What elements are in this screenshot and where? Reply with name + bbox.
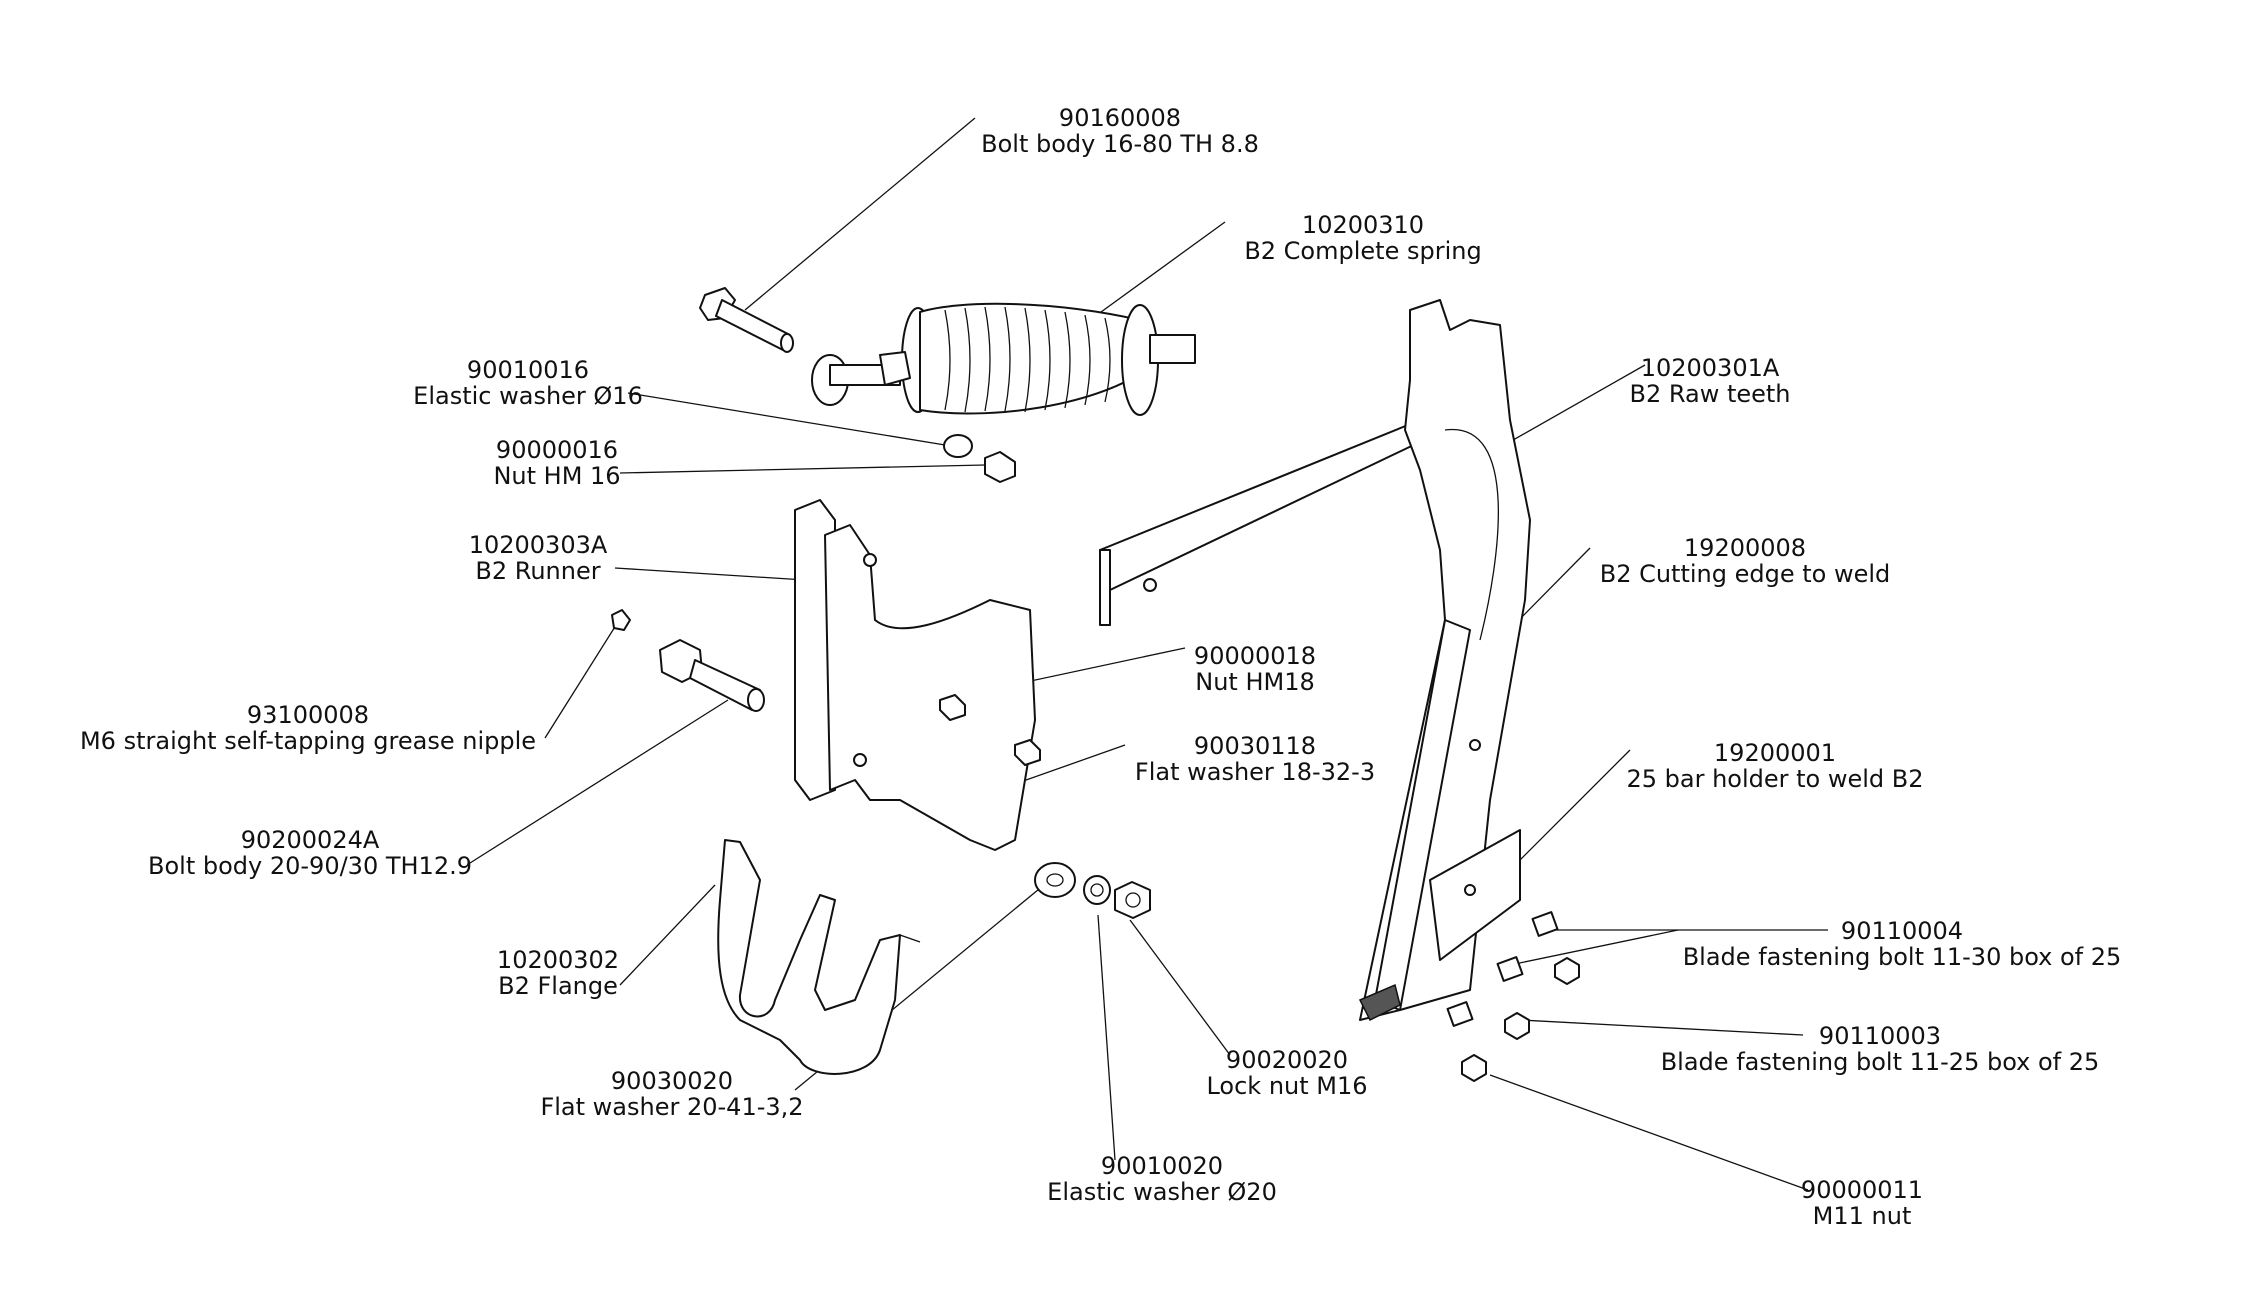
part-number: 90200024A xyxy=(240,826,380,854)
part-description: Flat washer 20-41-3,2 xyxy=(540,1093,804,1121)
leader-flange xyxy=(619,884,716,986)
part-number: 90000011 xyxy=(1800,1176,1924,1204)
part-number: 10200303A xyxy=(468,531,608,559)
callout-blade-bolt-11-25: 90110003 Blade fastening bolt 11-25 box … xyxy=(1661,1023,2100,1075)
callout-cutting-edge: 19200008 B2 Cutting edge to weld xyxy=(1600,535,1891,587)
part-number: 93100008 xyxy=(246,701,370,729)
callout-runner: 10200303A B2 Runner xyxy=(469,532,608,584)
callout-nut-hm16: 90000016 Nut HM 16 xyxy=(493,437,620,489)
leader-elastic-washer-20 xyxy=(1097,914,1116,1161)
part-description: 25 bar holder to weld B2 xyxy=(1626,765,1924,793)
part-description: B2 Complete spring xyxy=(1244,237,1482,265)
leader-elastic-washer-16 xyxy=(627,392,946,446)
callout-bolt-body-16-80: 90160008 Bolt body 16-80 TH 8.8 xyxy=(981,105,1259,157)
part-description: M6 straight self-tapping grease nipple xyxy=(79,727,537,755)
part-number: 90110004 xyxy=(1840,917,1964,945)
part-bolt-20-90 xyxy=(659,639,765,712)
part-description: Flat washer 18-32-3 xyxy=(1134,758,1376,786)
callout-complete-spring: 10200310 B2 Complete spring xyxy=(1244,212,1481,264)
part-description: B2 Raw teeth xyxy=(1629,380,1791,408)
leader-blade-bolt-11-25 xyxy=(1519,1019,1804,1036)
part-number: 19200008 xyxy=(1683,534,1807,562)
part-description: Bolt body 16-80 TH 8.8 xyxy=(981,130,1259,158)
callout-flange: 10200302 B2 Flange xyxy=(497,947,619,999)
leader-bolt-body-16-80 xyxy=(744,117,976,311)
part-number: 90030020 xyxy=(610,1067,734,1095)
callout-nut-hm18: 90000018 Nut HM18 xyxy=(1194,643,1316,695)
callout-raw-teeth: 10200301A B2 Raw teeth xyxy=(1629,355,1790,407)
callout-m11-nut: 90000011 M11 nut xyxy=(1801,1177,1923,1229)
part-bolt-16-80 xyxy=(699,287,794,353)
part-number: 90010016 xyxy=(466,356,590,384)
callout-bolt-body-20-90: 90200024A Bolt body 20-90/30 TH12.9 xyxy=(148,827,472,879)
part-description: B2 Runner xyxy=(475,557,601,585)
part-description: B2 Flange xyxy=(498,972,618,1000)
callout-flat-washer-18: 90030118 Flat washer 18-32-3 xyxy=(1135,733,1375,785)
part-number: 10200302 xyxy=(496,946,620,974)
leader-m11-nut xyxy=(1489,1074,1809,1191)
leader-nut-hm16 xyxy=(619,464,986,474)
part-number: 90030118 xyxy=(1193,732,1317,760)
part-flange xyxy=(717,839,921,1075)
callout-grease-nipple: 93100008 M6 straight self-tapping grease… xyxy=(80,702,536,754)
callout-flat-washer-20: 90030020 Flat washer 20-41-3,2 xyxy=(540,1068,803,1120)
part-blade-bolts xyxy=(1446,911,1580,1082)
part-number: 19200001 xyxy=(1713,739,1837,767)
part-description: M11 nut xyxy=(1812,1202,1912,1230)
leader-lines xyxy=(469,117,1828,1191)
part-elastic-washer-16 xyxy=(943,434,973,458)
callout-bar-holder: 19200001 25 bar holder to weld B2 xyxy=(1626,740,1923,792)
part-description: Blade fastening bolt 11-30 box of 25 xyxy=(1682,943,2122,971)
callout-elastic-washer-16: 90010016 Elastic washer Ø16 xyxy=(413,357,643,409)
leader-runner xyxy=(614,567,806,581)
part-number: 90020020 xyxy=(1225,1046,1349,1074)
leader-complete-spring xyxy=(1089,221,1226,321)
leader-lock-nut-m16 xyxy=(1129,919,1231,1056)
part-washers-and-nut-20 xyxy=(1034,862,1151,919)
part-description: Lock nut M16 xyxy=(1206,1072,1368,1100)
part-number: 90000018 xyxy=(1193,642,1317,670)
part-number: 90160008 xyxy=(1058,104,1182,132)
part-runner xyxy=(794,499,1041,851)
part-bar-holder xyxy=(1358,829,1521,1022)
leader-bolt-body-20-90 xyxy=(469,699,729,864)
part-description: B2 Cutting edge to weld xyxy=(1599,560,1891,588)
part-complete-spring xyxy=(811,302,1196,416)
part-nut-hm16 xyxy=(984,451,1016,483)
leader-blade-bolt-11-30-b xyxy=(1509,929,1679,966)
part-description: Nut HM18 xyxy=(1195,668,1315,696)
part-description: Nut HM 16 xyxy=(493,462,621,490)
part-number: 90110003 xyxy=(1818,1022,1942,1050)
callout-elastic-washer-20: 90010020 Elastic washer Ø20 xyxy=(1047,1153,1277,1205)
part-number: 90010020 xyxy=(1100,1152,1224,1180)
leader-bar-holder xyxy=(1509,749,1631,871)
leader-grease-nipple xyxy=(544,621,619,739)
callout-blade-bolt-11-30: 90110004 Blade fastening bolt 11-30 box … xyxy=(1683,918,2122,970)
part-description: Elastic washer Ø16 xyxy=(413,382,643,410)
part-number: 10200301A xyxy=(1640,354,1780,382)
part-description: Bolt body 20-90/30 TH12.9 xyxy=(148,852,472,880)
callout-lock-nut-m16: 90020020 Lock nut M16 xyxy=(1206,1047,1367,1099)
part-grease-nipple xyxy=(611,609,631,631)
part-cutting-edge xyxy=(1374,619,1471,1011)
part-description: Elastic washer Ø20 xyxy=(1047,1178,1277,1206)
leader-flat-washer-18 xyxy=(1011,744,1126,786)
part-number: 10200310 xyxy=(1301,211,1425,239)
part-description: Blade fastening bolt 11-25 box of 25 xyxy=(1660,1048,2100,1076)
part-number: 90000016 xyxy=(495,436,619,464)
